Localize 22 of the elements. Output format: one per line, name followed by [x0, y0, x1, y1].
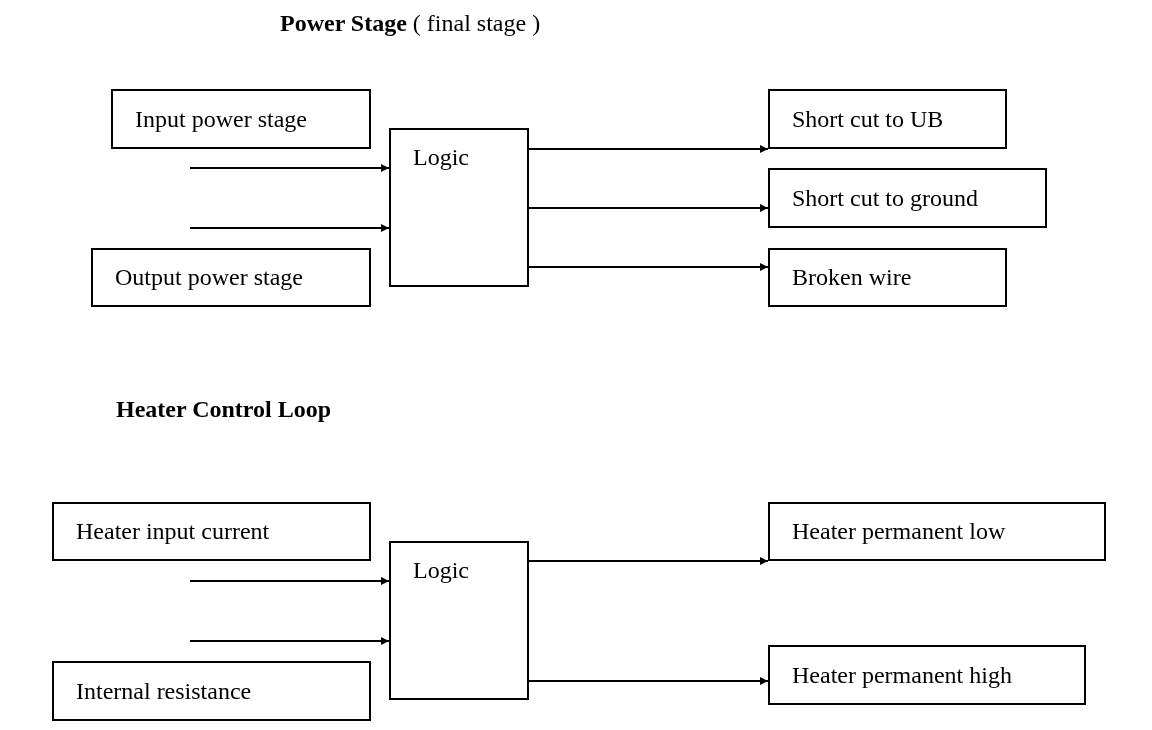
logic-box: Logic [389, 541, 529, 700]
heading: Power Stage ( final stage ) [280, 10, 541, 37]
process-box: Output power stage [91, 248, 371, 307]
process-box: Heater permanent high [768, 645, 1086, 705]
process-box: Internal resistance [52, 661, 371, 721]
process-box: Short cut to UB [768, 89, 1007, 149]
section-heading: Heater Control Loop [116, 396, 332, 423]
process-box: Short cut to ground [768, 168, 1047, 228]
arrow [189, 224, 390, 232]
process-box: Heater permanent low [768, 502, 1106, 561]
process-box: Broken wire [768, 248, 1007, 307]
arrow [189, 164, 390, 172]
process-box: Heater input current [52, 502, 371, 561]
process-box: Input power stage [111, 89, 371, 149]
arrow [528, 677, 769, 685]
arrow [528, 557, 769, 565]
arrow [528, 204, 769, 212]
arrow [528, 263, 769, 271]
arrow [189, 577, 390, 585]
logic-box: Logic [389, 128, 529, 287]
arrow [189, 637, 390, 645]
arrow [528, 145, 769, 153]
